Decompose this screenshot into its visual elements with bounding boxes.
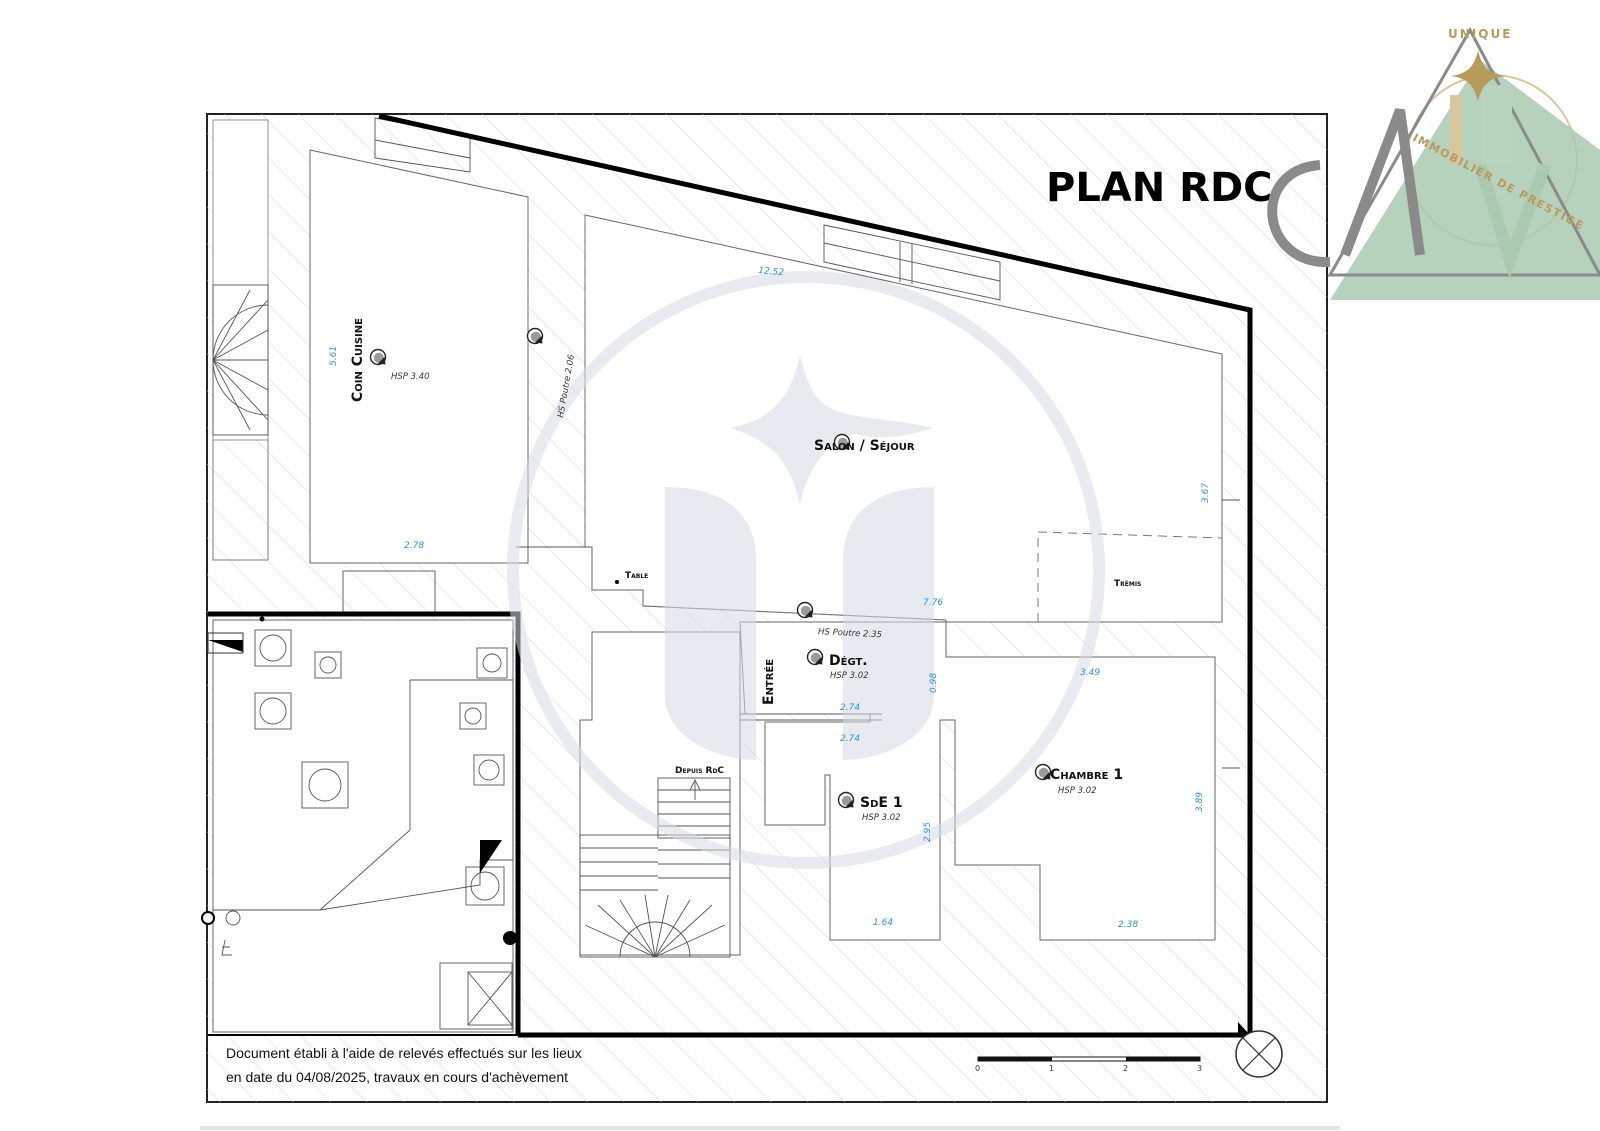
logo-icon: UNIQUE IMMOBILIER DE PRESTIGE: [1267, 26, 1600, 300]
room-label-coin-cuisine: Coin Cuisine: [350, 318, 366, 402]
scale-label-0: 0: [975, 1064, 980, 1073]
dim-5-61: 5.61: [329, 346, 339, 366]
dim-0-98: 0.98: [929, 673, 939, 693]
scale-label-3: 3: [1197, 1064, 1202, 1073]
scale-label-2: 2: [1123, 1064, 1128, 1073]
dim-2-78: 2.78: [404, 541, 424, 551]
dim-2-74-b: 2.74: [840, 734, 860, 744]
dim-2-95: 2.95: [923, 822, 933, 842]
room-label-degt: Dégt.: [829, 653, 868, 669]
label-table: Table: [625, 571, 648, 581]
page-shadow: [200, 1126, 1340, 1130]
central-staircase: [579, 777, 731, 958]
dim-3-67: 3.67: [1201, 483, 1211, 503]
dim-7-76: 7.76: [923, 598, 943, 608]
hsp-degt: HSP 3.02: [830, 671, 869, 681]
page-title: PLAN RDC: [1046, 165, 1273, 211]
compass-icon: [1235, 1030, 1283, 1078]
dim-3-49: 3.49: [1080, 668, 1100, 678]
dim-12-52: 12.52: [758, 266, 785, 278]
dim-3-89: 3.89: [1195, 792, 1205, 812]
hatched-exterior: [207, 114, 1327, 1102]
table-dot: [615, 580, 619, 584]
footer-note-line-2: en date du 04/08/2025, travaux en cours …: [226, 1069, 568, 1085]
dim-2-38: 2.38: [1118, 920, 1138, 930]
hsp-chambre: HSP 3.02: [1058, 786, 1097, 796]
hsp-coin-cuisine: HSP 3.40: [391, 372, 430, 382]
dimensions: 12.52 5.61 2.78 3.67 7.76 3.49 0.98 2.74…: [329, 266, 1211, 930]
hsp-sde: HSP 3.02: [862, 813, 901, 823]
watermark-icon: [507, 271, 1105, 869]
dim-2-74-a: 2.74: [840, 703, 860, 713]
room-label-sde: SdE 1: [860, 795, 903, 811]
footer-note-line-1: Document établi à l'aide de relevés effe…: [226, 1045, 582, 1061]
room-label-entree: Entrée: [761, 659, 777, 705]
label-tremis: Trémis: [1114, 579, 1141, 589]
left-staircase: [212, 284, 269, 436]
room-label-salon-sejour: Salon / Séjour: [814, 438, 915, 454]
lower-left-unit: [201, 616, 517, 1030]
scale-label-1: 1: [1049, 1064, 1054, 1073]
scale-bar: 0 1 2 3: [975, 1056, 1202, 1073]
dim-1-64: 1.64: [873, 918, 893, 928]
room-label-chambre: Chambre 1: [1050, 767, 1123, 783]
label-depuis-rdc: Depuis RdC: [675, 766, 724, 776]
logo-brand-top: UNIQUE: [1448, 27, 1512, 41]
poutre-annotation-2: HS Poutre 2.35: [818, 627, 882, 640]
